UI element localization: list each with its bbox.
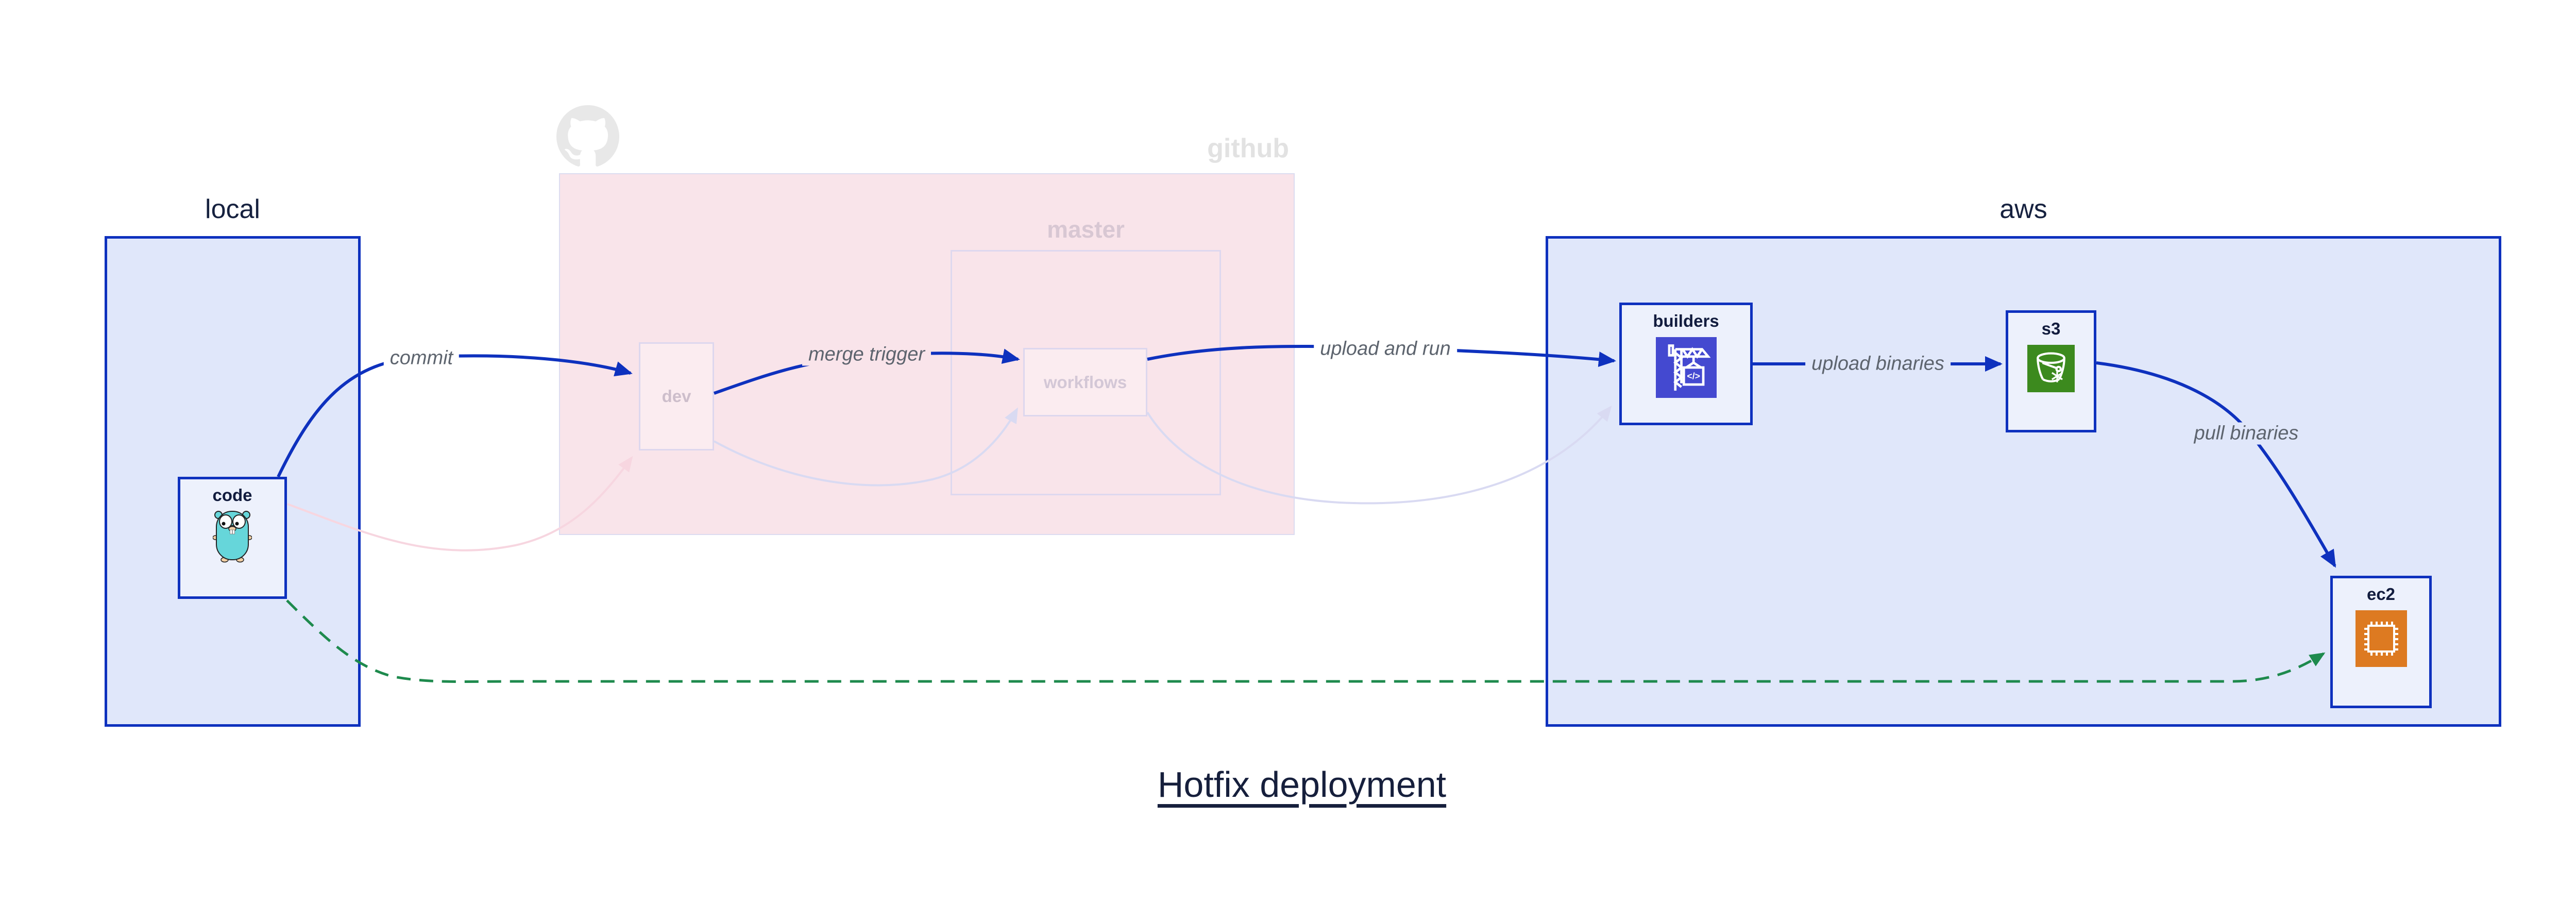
node-dev: dev <box>639 342 714 450</box>
node-builders: builders </> <box>1619 303 1753 425</box>
s3-glacier-bucket-icon <box>2027 345 2075 392</box>
edge-label-merge-trigger: merge trigger <box>802 343 931 366</box>
group-label-master: master <box>1047 216 1125 243</box>
ec2-chip-icon <box>2355 610 2407 667</box>
edge-label-pull-binaries: pull binaries <box>2188 422 2305 445</box>
crane-codebuild-icon: </> <box>1655 337 1717 398</box>
group-label-github: github <box>1207 133 1289 163</box>
svg-text:</>: </> <box>1687 371 1700 381</box>
octocat-icon <box>556 105 619 168</box>
group-label-local: local <box>205 194 260 224</box>
edge-label-upload-and-run: upload and run <box>1314 338 1457 360</box>
node-ec2: ec2 <box>2330 576 2432 708</box>
node-workflows-label: workflows <box>1043 372 1127 392</box>
node-dev-label: dev <box>662 387 691 406</box>
node-code: code <box>178 477 287 599</box>
node-s3: s3 <box>2006 310 2096 432</box>
group-label-aws: aws <box>1999 194 2047 224</box>
go-gopher-icon <box>213 508 252 563</box>
node-ec2-label: ec2 <box>2366 584 2396 604</box>
edge-label-upload-binaries: upload binaries <box>1805 353 1951 375</box>
diagram-title: Hotfix deployment <box>1157 764 1447 805</box>
node-workflows: workflows <box>1023 348 1147 416</box>
node-code-label: code <box>212 486 252 505</box>
node-s3-label: s3 <box>2041 319 2061 338</box>
edge-label-commit: commit <box>383 347 460 370</box>
node-builders-label: builders <box>1653 311 1719 330</box>
